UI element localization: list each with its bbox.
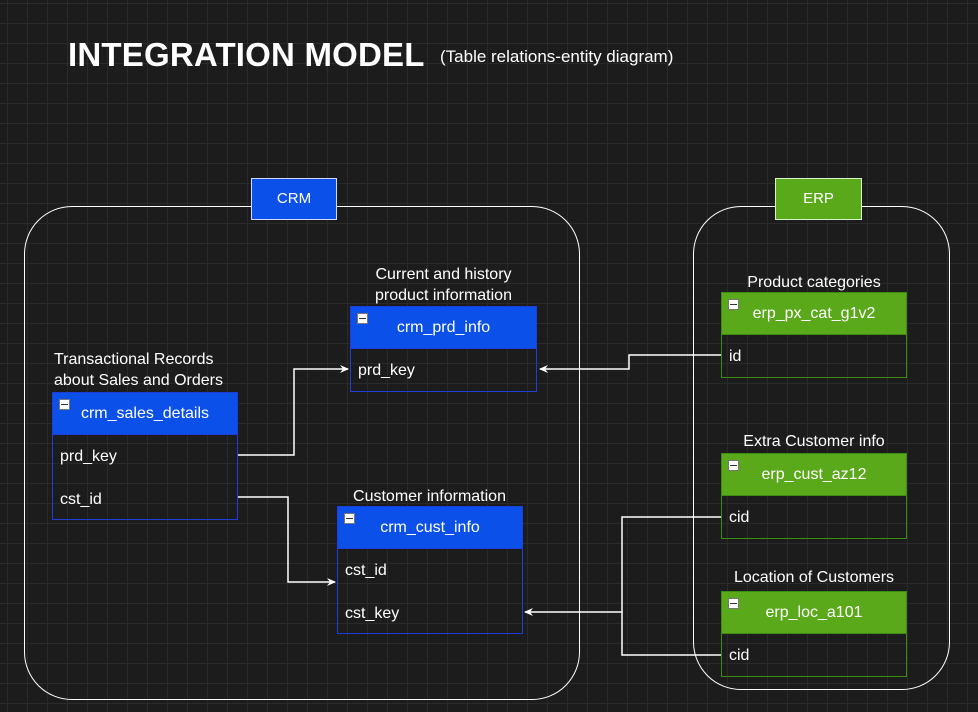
caption-line: Current and history	[375, 266, 512, 283]
caption-line: Location of Customers	[733, 569, 895, 586]
collapse-icon[interactable]	[728, 598, 739, 609]
table-caption-sales-details: Transactional Records about Sales and Or…	[54, 349, 223, 391]
table-header[interactable]: crm_cust_info	[338, 507, 522, 549]
table-name: erp_px_cat_g1v2	[752, 305, 876, 322]
collapse-icon[interactable]	[344, 513, 355, 524]
table-name: crm_prd_info	[396, 319, 491, 336]
page-subtitle: (Table relations-entity diagram)	[440, 47, 674, 66]
table-crm-sales-details[interactable]: crm_sales_details prd_key cst_id	[52, 392, 238, 520]
table-caption-cust-az12: Extra Customer info	[721, 431, 907, 452]
collapse-icon[interactable]	[728, 460, 739, 471]
table-field-cst-id[interactable]: cst_id	[60, 491, 102, 508]
table-field-prd-key[interactable]: prd_key	[358, 362, 415, 379]
table-erp-px-cat-g1v2[interactable]: erp_px_cat_g1v2 id	[721, 292, 907, 378]
table-name: crm_cust_info	[380, 519, 480, 536]
table-erp-loc-a101[interactable]: erp_loc_a101 cid	[721, 591, 907, 677]
table-field-cst-key[interactable]: cst_key	[345, 605, 400, 622]
collapse-icon[interactable]	[357, 313, 368, 324]
table-field-prd-key[interactable]: prd_key	[60, 448, 117, 465]
caption-line: product information	[375, 287, 512, 304]
erp-group-label[interactable]: ERP	[775, 178, 862, 220]
table-header[interactable]: crm_sales_details	[53, 393, 237, 435]
table-crm-prd-info[interactable]: crm_prd_info prd_key	[350, 306, 537, 392]
table-field-cst-id[interactable]: cst_id	[345, 562, 387, 579]
table-name: erp_cust_az12	[761, 466, 867, 483]
connector-sales-cst-id	[238, 496, 336, 586]
crm-group-label[interactable]: CRM	[251, 178, 337, 220]
table-caption-cust-info: Customer information	[337, 486, 522, 507]
connector-px-cat-id	[539, 354, 721, 373]
table-header[interactable]: erp_loc_a101	[722, 592, 906, 634]
table-name: crm_sales_details	[80, 405, 210, 422]
collapse-icon[interactable]	[59, 399, 70, 410]
table-header[interactable]: erp_cust_az12	[722, 454, 906, 496]
collapse-icon[interactable]	[728, 299, 739, 310]
page-title: INTEGRATION MODEL	[68, 36, 425, 73]
table-field-id[interactable]: id	[729, 348, 742, 365]
table-header[interactable]: crm_prd_info	[351, 307, 536, 349]
caption-line: Product categories	[747, 274, 881, 291]
connector-cust-az12-cid	[524, 516, 721, 616]
caption-line: Customer information	[353, 488, 506, 505]
connector-sales-prd-key	[238, 365, 349, 456]
table-field-cid[interactable]: cid	[729, 509, 750, 526]
caption-line: about Sales and Orders	[54, 372, 223, 389]
table-caption-px-cat: Product categories	[721, 272, 907, 293]
table-crm-cust-info[interactable]: crm_cust_info cst_id cst_key	[337, 506, 523, 634]
connector-loc-a101-cid	[621, 612, 721, 656]
table-erp-cust-az12[interactable]: erp_cust_az12 cid	[721, 453, 907, 539]
table-header[interactable]: erp_px_cat_g1v2	[722, 293, 906, 335]
table-field-cid[interactable]: cid	[729, 647, 750, 664]
table-name: erp_loc_a101	[765, 604, 863, 621]
table-caption-prd-info: Current and history product information	[351, 264, 536, 306]
table-caption-loc-a101: Location of Customers	[721, 567, 907, 588]
caption-line: Transactional Records	[54, 351, 214, 368]
caption-line: Extra Customer info	[743, 433, 885, 450]
